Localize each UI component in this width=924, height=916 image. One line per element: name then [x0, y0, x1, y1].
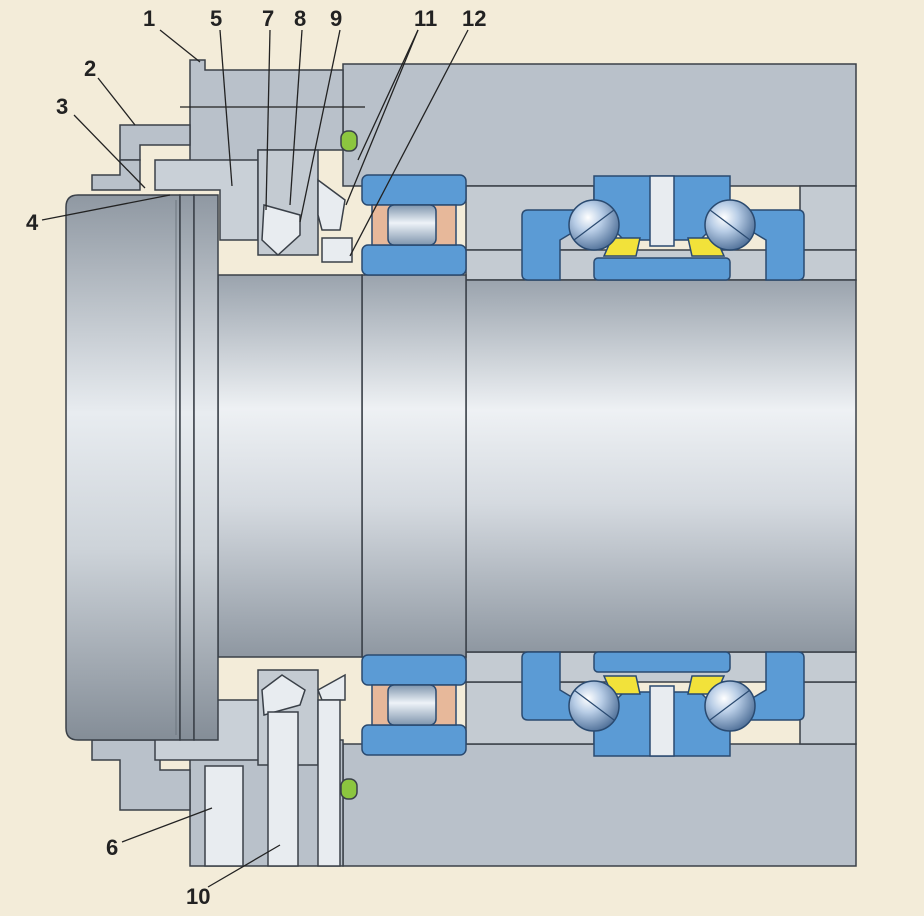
ball-outer-left-top	[521, 209, 581, 281]
callout-2: 2	[84, 56, 96, 81]
right-outer-spacer-bottom	[799, 681, 857, 745]
ball-left-bottom	[568, 680, 620, 732]
callout-10: 10	[186, 884, 210, 909]
callout-3: 3	[56, 94, 68, 119]
callout-12: 12	[462, 6, 486, 31]
seal-lip-top	[261, 204, 301, 257]
shaft-rear	[465, 279, 857, 653]
o-ring-top	[340, 130, 358, 152]
ball-bearing-top	[521, 175, 805, 281]
shaft-collar	[361, 274, 467, 658]
nut-body	[65, 194, 181, 741]
ball-inner-base-top	[593, 257, 731, 281]
lip-seals	[261, 178, 353, 716]
ball-outer-left-bottom	[521, 651, 581, 721]
air-channel-vertical	[317, 699, 341, 867]
ball-cage-left-top	[602, 237, 641, 257]
ball-bearing-bottom	[521, 651, 805, 757]
shaft	[217, 274, 857, 658]
callout-9: 9	[330, 6, 342, 31]
end-cap-top	[119, 124, 191, 161]
air-channels	[204, 699, 341, 867]
callout-5: 5	[210, 6, 222, 31]
ball-inner-base-bottom	[593, 651, 731, 673]
roller-bearing-bottom	[361, 654, 467, 756]
shaft-nut	[65, 194, 219, 741]
roller-outer-ring-bottom	[361, 724, 467, 756]
end-cap-top-step	[91, 159, 141, 191]
roller-inner-ring-bottom	[361, 654, 467, 686]
callout-6: 6	[106, 835, 118, 860]
callout-11: 11	[414, 6, 437, 31]
ball-outer-right-bottom	[745, 651, 805, 721]
roller-top	[387, 204, 437, 246]
air-channel-10	[267, 711, 299, 867]
o-ring-bottom	[340, 778, 358, 800]
drain-channel-6	[204, 765, 244, 867]
roller-outer-ring-top	[361, 174, 467, 206]
right-outer-spacer-top	[799, 185, 857, 251]
roller-bearing-top	[361, 174, 467, 276]
seal-ring-top	[317, 178, 346, 231]
ball-spacer-top	[649, 175, 675, 247]
callout-1: 1	[143, 6, 155, 31]
roller-inner-ring-top	[361, 244, 467, 276]
seal-lip-bottom	[261, 674, 306, 716]
callout-7: 7	[262, 6, 274, 31]
ball-outer-right-top	[745, 209, 805, 281]
seal-ring-bottom	[317, 673, 346, 701]
nut-rim	[193, 194, 219, 741]
callout-labels: 1 2 3 4 5 6 7 8 9 10 11 12	[26, 6, 486, 909]
seal-small-top	[321, 237, 353, 263]
shaft-front	[217, 274, 363, 658]
callout-8: 8	[294, 6, 306, 31]
ball-spacer-bottom	[649, 685, 675, 757]
ball-right-bottom	[704, 680, 756, 732]
leader-lines	[41, 29, 469, 888]
housing-right-bottom	[342, 743, 857, 867]
roller-bottom	[387, 684, 437, 726]
callout-4: 4	[26, 210, 39, 235]
housing-right-top	[342, 63, 857, 187]
nut-groove	[179, 194, 195, 741]
